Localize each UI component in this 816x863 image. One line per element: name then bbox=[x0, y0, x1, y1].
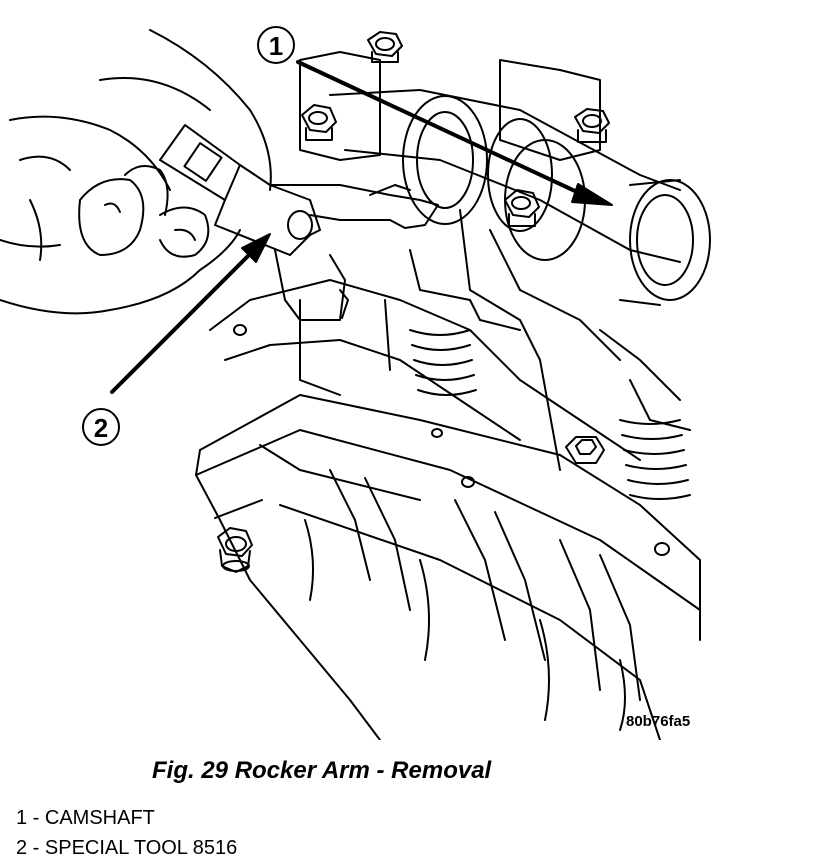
figure-caption: Fig. 29 Rocker Arm - Removal bbox=[152, 757, 492, 784]
figure-reference-code: 80b76fa5 bbox=[626, 713, 690, 730]
legend-item-special-tool: 2 - SPECIAL TOOL 8516 bbox=[16, 837, 238, 859]
camshaft bbox=[299, 51, 711, 306]
callout-2: 2 bbox=[82, 233, 271, 446]
head-holes bbox=[233, 324, 670, 556]
callout-1: 1 bbox=[257, 26, 613, 206]
cap-bolts bbox=[301, 31, 610, 464]
rocker-arm-removal-illustration: 1 2 80b76fa5 bbox=[0, 26, 711, 740]
figure-legend: 1 - CAMSHAFT 2 - SPECIAL TOOL 8516 bbox=[16, 803, 237, 863]
special-tool-8516 bbox=[159, 124, 439, 321]
cylinder-head bbox=[195, 394, 701, 740]
technician-hand bbox=[0, 29, 272, 315]
callout-1-label: 1 bbox=[269, 31, 283, 61]
valve-springs bbox=[409, 329, 691, 500]
rocker-arms bbox=[409, 209, 691, 471]
cam-bearing-deck bbox=[209, 279, 641, 461]
callout-2-label: 2 bbox=[94, 413, 108, 443]
flange-bolt bbox=[217, 527, 253, 573]
legend-item-camshaft: 1 - CAMSHAFT bbox=[16, 807, 155, 829]
